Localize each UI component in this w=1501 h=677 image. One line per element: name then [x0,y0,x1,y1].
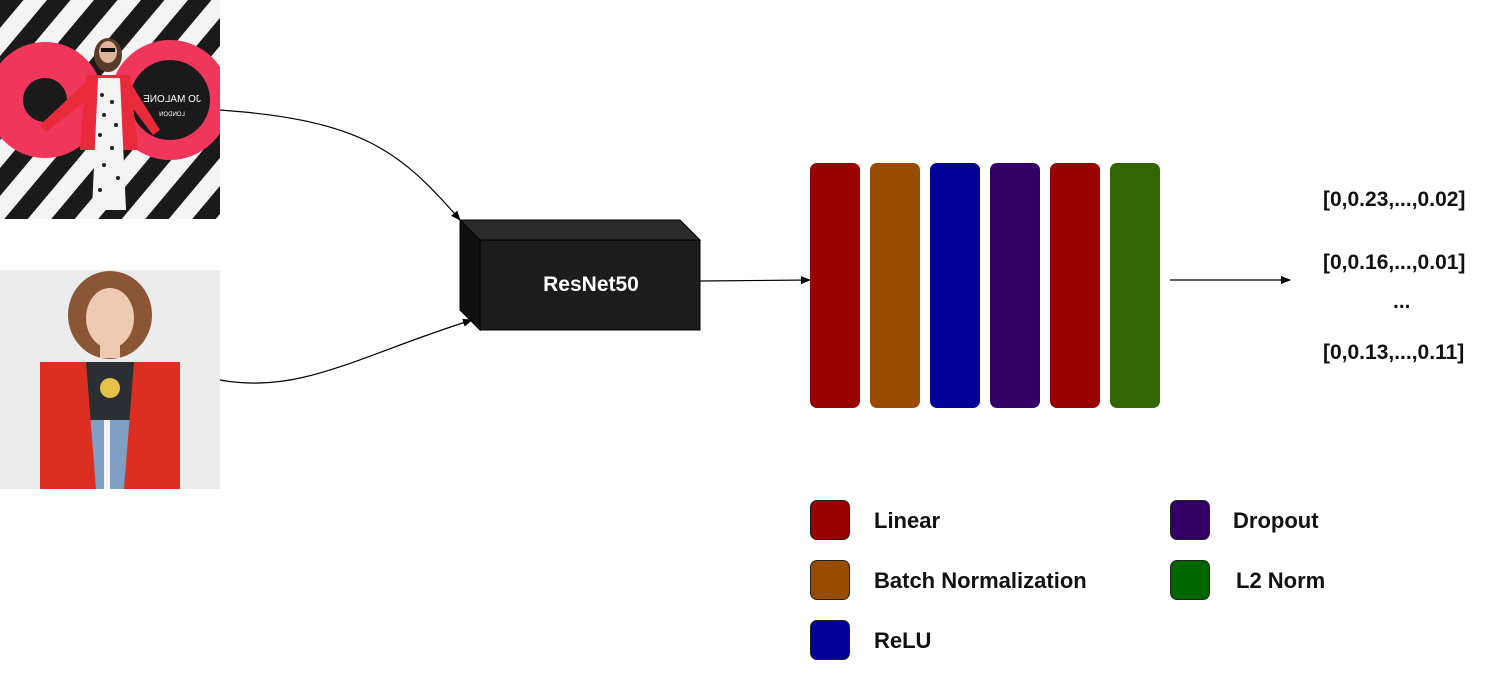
sign-subtext: LONDON [159,112,185,118]
layer-linear-2 [1050,163,1100,408]
legend-label-linear: Linear [874,508,941,533]
input-image-1-illustration: JO MALONE LONDON [0,0,220,219]
legend-swatch-batch-normalization [810,560,850,600]
backbone-label: ResNet50 [543,273,639,296]
legend-label-relu: ReLU [874,628,932,653]
layer-linear-1 [810,163,860,408]
output-vector-ellipsis: ... [1393,290,1411,313]
output-vector-1: [0,0.23,...,0.02] [1323,188,1466,211]
arrow-image1-to-backbone [219,109,461,221]
input-image-2-illustration [0,270,220,489]
legend-swatch-l2-norm [1170,560,1210,600]
output-vector-2: [0,0.16,...,0.01] [1323,251,1466,274]
backbone-block [458,218,702,332]
legend-label-l2-norm: L2 Norm [1236,568,1326,593]
arrow-image2-to-backbone [219,318,473,384]
layer-l2-norm [1110,163,1160,408]
sign-text: JO MALONE [143,94,201,105]
input-image-1: JO MALONE LONDON [0,0,220,219]
layer-dropout [990,163,1040,408]
arrow-backbone-to-head [699,276,811,285]
layer-relu [930,163,980,408]
legend-label-dropout: Dropout [1233,508,1319,533]
legend-swatch-dropout [1170,500,1210,540]
legend-label-batch-normalization: Batch Normalization [874,568,1087,593]
input-image-2 [0,270,220,489]
legend-swatch-linear [810,500,850,540]
legend-swatch-relu [810,620,850,660]
output-vector-3: [0,0.13,...,0.11] [1323,341,1465,364]
layer-batch-normalization [870,163,920,408]
